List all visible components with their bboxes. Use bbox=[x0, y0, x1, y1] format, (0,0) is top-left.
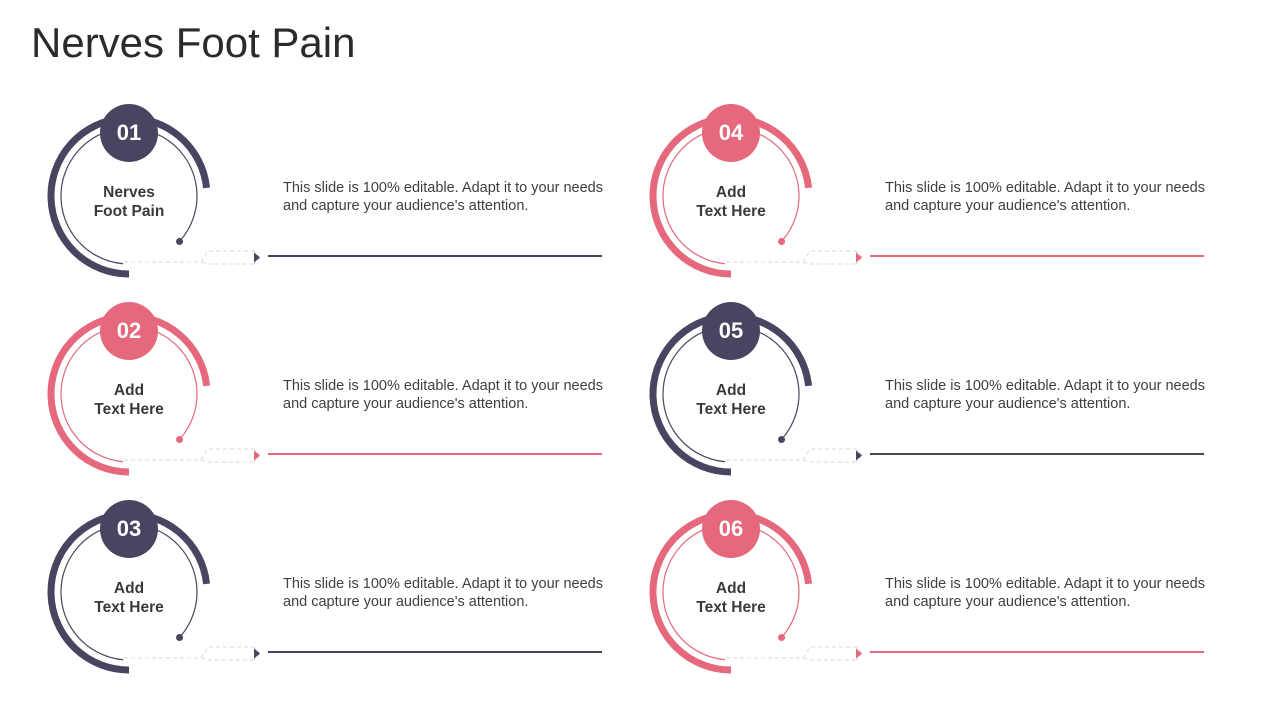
ring-graphic bbox=[47, 114, 261, 278]
step-number-badge: 06 bbox=[702, 500, 760, 558]
step-description: This slide is 100% editable. Adapt it to… bbox=[885, 576, 1205, 610]
circle-label-line1: Add bbox=[715, 382, 747, 399]
arrow-head-icon bbox=[856, 648, 862, 659]
dashed-connector-top bbox=[726, 646, 856, 659]
circle-label-line2: Foot Pain bbox=[93, 203, 165, 220]
dashed-connector-top bbox=[124, 646, 254, 659]
outer-arc bbox=[649, 114, 813, 278]
dashed-connector-top bbox=[124, 448, 254, 461]
step-underline bbox=[870, 453, 1204, 455]
outer-arc bbox=[47, 510, 211, 674]
step-number-badge: 02 bbox=[100, 302, 158, 360]
ring-graphic bbox=[649, 312, 863, 476]
arrow-head-icon bbox=[254, 450, 260, 461]
step-underline bbox=[268, 453, 602, 455]
dashed-connector-bottom bbox=[124, 657, 254, 661]
outer-arc bbox=[649, 510, 813, 674]
circle-label-line1: Add bbox=[113, 382, 145, 399]
step-description: This slide is 100% editable. Adapt it to… bbox=[885, 378, 1205, 412]
dashed-connector-tip bbox=[855, 250, 863, 265]
dashed-connector-bottom bbox=[124, 459, 254, 463]
dashed-connector-tip bbox=[253, 448, 261, 463]
arrow-head-icon bbox=[254, 648, 260, 659]
circle-label-line1: Add bbox=[715, 580, 747, 597]
dashed-connector-bottom bbox=[726, 459, 856, 463]
arc-end-dot bbox=[176, 634, 184, 641]
step-number-badge: 04 bbox=[702, 104, 760, 162]
dashed-connector-bottom bbox=[726, 261, 856, 265]
step-number-badge: 03 bbox=[100, 500, 158, 558]
dashed-connector-top bbox=[124, 250, 254, 263]
dashed-connector-bottom bbox=[726, 657, 856, 661]
dashed-connector-bottom bbox=[124, 261, 254, 265]
step-underline bbox=[268, 255, 602, 257]
circle-label-line1: Add bbox=[113, 580, 145, 597]
outer-arc bbox=[649, 312, 813, 476]
step-underline bbox=[870, 651, 1204, 653]
dashed-connector-tip bbox=[253, 250, 261, 265]
arrow-head-icon bbox=[856, 252, 862, 263]
circle-label-line2: Text Here bbox=[94, 401, 164, 418]
circle-label-line2: Text Here bbox=[696, 599, 766, 616]
dashed-connector-top bbox=[726, 250, 856, 263]
step-description: This slide is 100% editable. Adapt it to… bbox=[283, 180, 603, 214]
arrow-head-icon bbox=[254, 252, 260, 263]
dashed-connector-top bbox=[726, 448, 856, 461]
arrow-head-icon bbox=[856, 450, 862, 461]
step-number-badge: 05 bbox=[702, 302, 760, 360]
circle-label-line2: Text Here bbox=[696, 203, 766, 220]
step-underline bbox=[268, 651, 602, 653]
dashed-connector-tip bbox=[855, 448, 863, 463]
step-description: This slide is 100% editable. Adapt it to… bbox=[885, 180, 1205, 214]
circle-label-line2: Text Here bbox=[696, 401, 766, 418]
step-underline bbox=[870, 255, 1204, 257]
step-description: This slide is 100% editable. Adapt it to… bbox=[283, 378, 603, 412]
ring-graphic bbox=[649, 510, 863, 674]
arc-end-dot bbox=[778, 238, 786, 245]
arc-end-dot bbox=[176, 436, 184, 443]
outer-arc bbox=[47, 312, 211, 476]
arc-end-dot bbox=[176, 238, 184, 245]
step-number-badge: 01 bbox=[100, 104, 158, 162]
dashed-connector-tip bbox=[253, 646, 261, 661]
circle-label-line1: Nerves bbox=[103, 184, 155, 201]
outer-arc bbox=[47, 114, 211, 278]
circle-label-line1: Add bbox=[715, 184, 747, 201]
arc-end-dot bbox=[778, 436, 786, 443]
arc-end-dot bbox=[778, 634, 786, 641]
page-title: Nerves Foot Pain bbox=[31, 19, 356, 66]
dashed-connector-tip bbox=[855, 646, 863, 661]
step-description: This slide is 100% editable. Adapt it to… bbox=[283, 576, 603, 610]
circle-label-line2: Text Here bbox=[94, 599, 164, 616]
